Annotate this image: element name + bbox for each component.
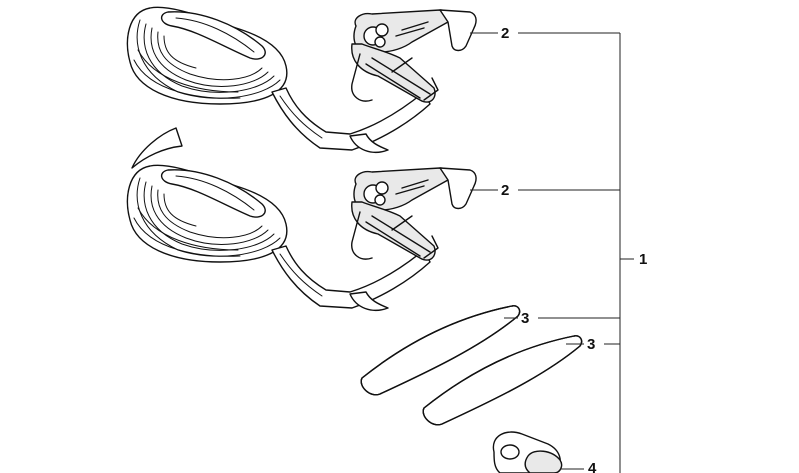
callout-clip: 4 [588,460,597,473]
callout-strap-top: 2 [501,25,509,42]
strap-clip [492,431,563,473]
callout-pad-bottom: 3 [587,336,595,353]
callout-assembly: 1 [639,251,647,268]
leader-lines [470,32,634,473]
callout-pad-top: 3 [521,310,529,327]
ratchet-strap-bottom [126,164,477,312]
strap-tail [131,127,183,169]
callout-strap-bottom: 2 [501,182,509,199]
ratchet-strap-top [126,6,477,154]
